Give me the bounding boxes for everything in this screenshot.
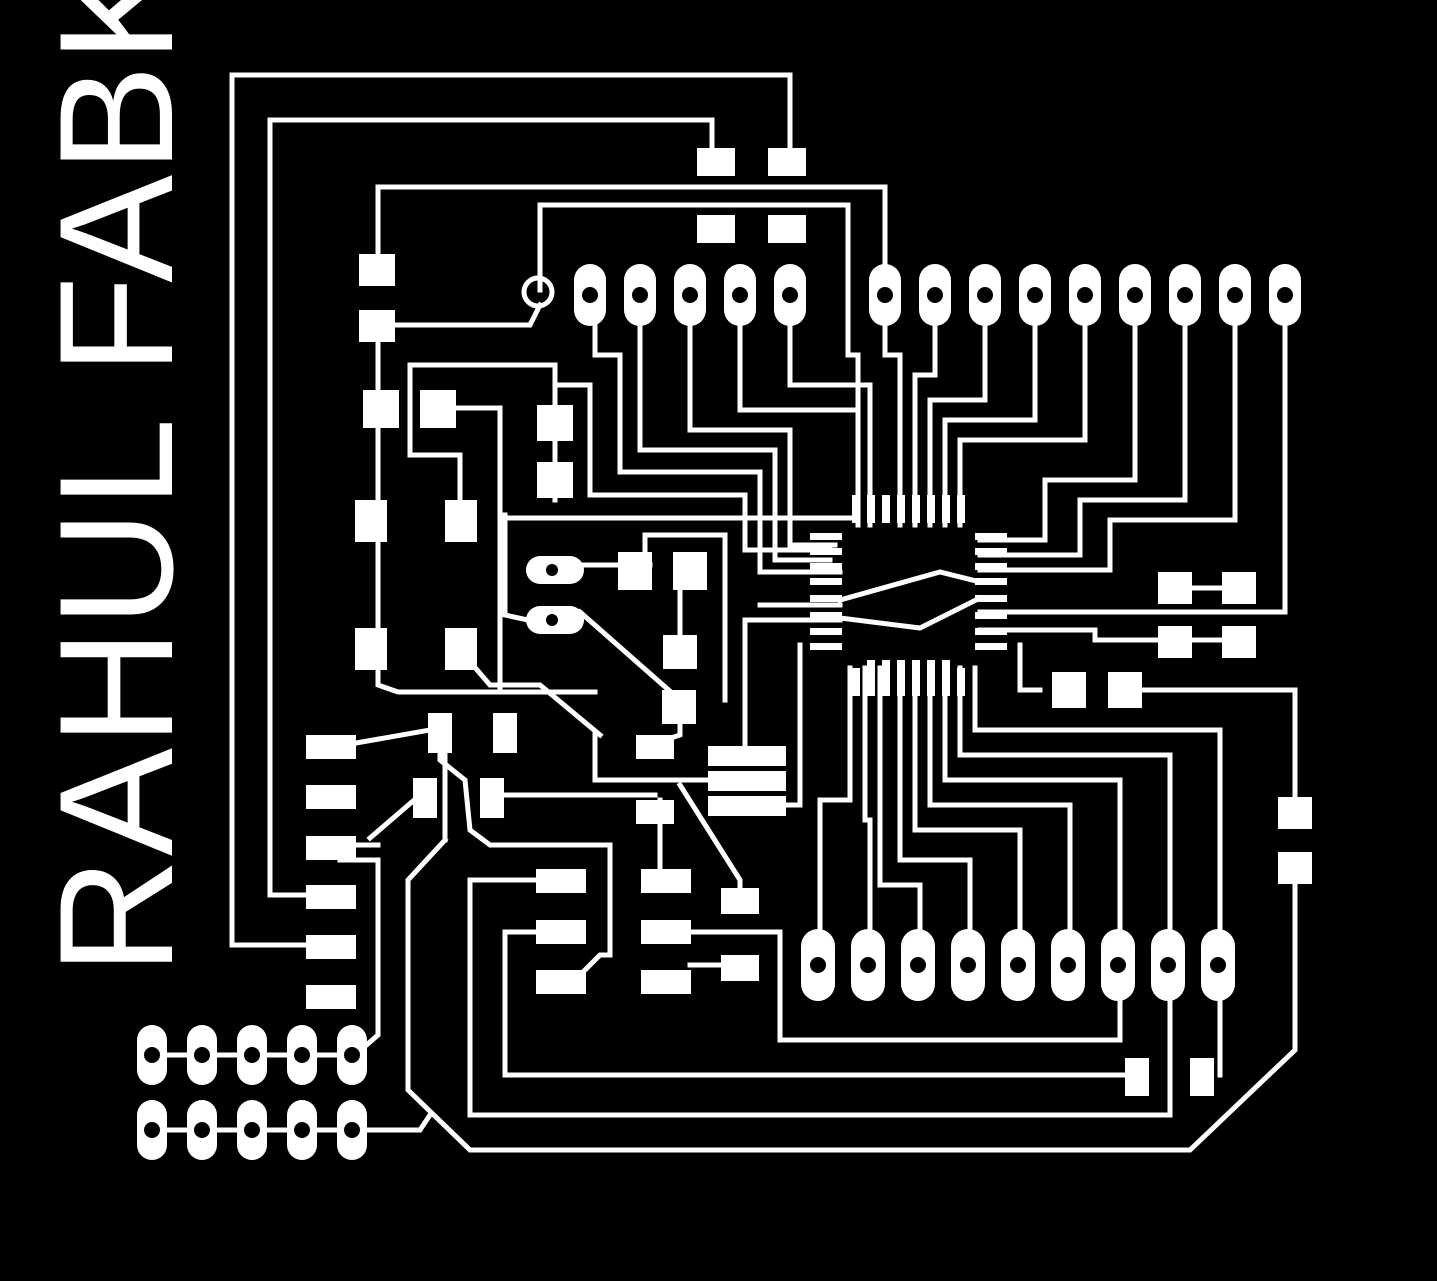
- header-top-pin: [774, 264, 806, 326]
- header-top-pin: [969, 264, 1001, 326]
- traces: [147, 72, 1298, 1153]
- board-title: RAHUL FABKIT: [26, 0, 207, 975]
- isp-pin: [137, 1100, 167, 1160]
- isp-pin: [287, 1100, 317, 1160]
- header-top-pin: [1169, 264, 1201, 326]
- header-top-pin: [574, 264, 606, 326]
- header-bottom-pin: [1101, 929, 1135, 1001]
- header-bottom-pin: [1201, 929, 1235, 1001]
- header-top-row: [574, 264, 1301, 326]
- header-bottom-pin: [1051, 929, 1085, 1001]
- isp-pin: [187, 1100, 217, 1160]
- isp-pin: [237, 1100, 267, 1160]
- crystal-pads: [526, 556, 584, 634]
- isp-pin: [237, 1025, 267, 1085]
- header-bottom-pin: [851, 929, 885, 1001]
- header-top-pin: [869, 264, 901, 326]
- header-top-pin: [724, 264, 756, 326]
- smd-pads: [306, 148, 1312, 1096]
- header-bottom-pin: [951, 929, 985, 1001]
- header-bottom-pin: [801, 929, 835, 1001]
- header-top-pin: [1019, 264, 1051, 326]
- header-top-pin: [1069, 264, 1101, 326]
- isp-pin: [337, 1025, 367, 1085]
- header-top-pin: [1269, 264, 1301, 326]
- header-top-pin: [919, 264, 951, 326]
- header-top-pin: [1119, 264, 1151, 326]
- isp-pin: [187, 1025, 217, 1085]
- isp-pin: [137, 1025, 167, 1085]
- header-bottom-row: [801, 929, 1235, 1001]
- header-bottom-pin: [1151, 929, 1185, 1001]
- header-top-pin: [1219, 264, 1251, 326]
- header-bottom-pin: [901, 929, 935, 1001]
- isp-pin: [337, 1100, 367, 1160]
- via-top: [521, 275, 555, 309]
- header-top-pin: [624, 264, 656, 326]
- header-top-pin: [674, 264, 706, 326]
- isp-header: [137, 1025, 367, 1160]
- isp-pin: [287, 1025, 317, 1085]
- header-bottom-pin: [1001, 929, 1035, 1001]
